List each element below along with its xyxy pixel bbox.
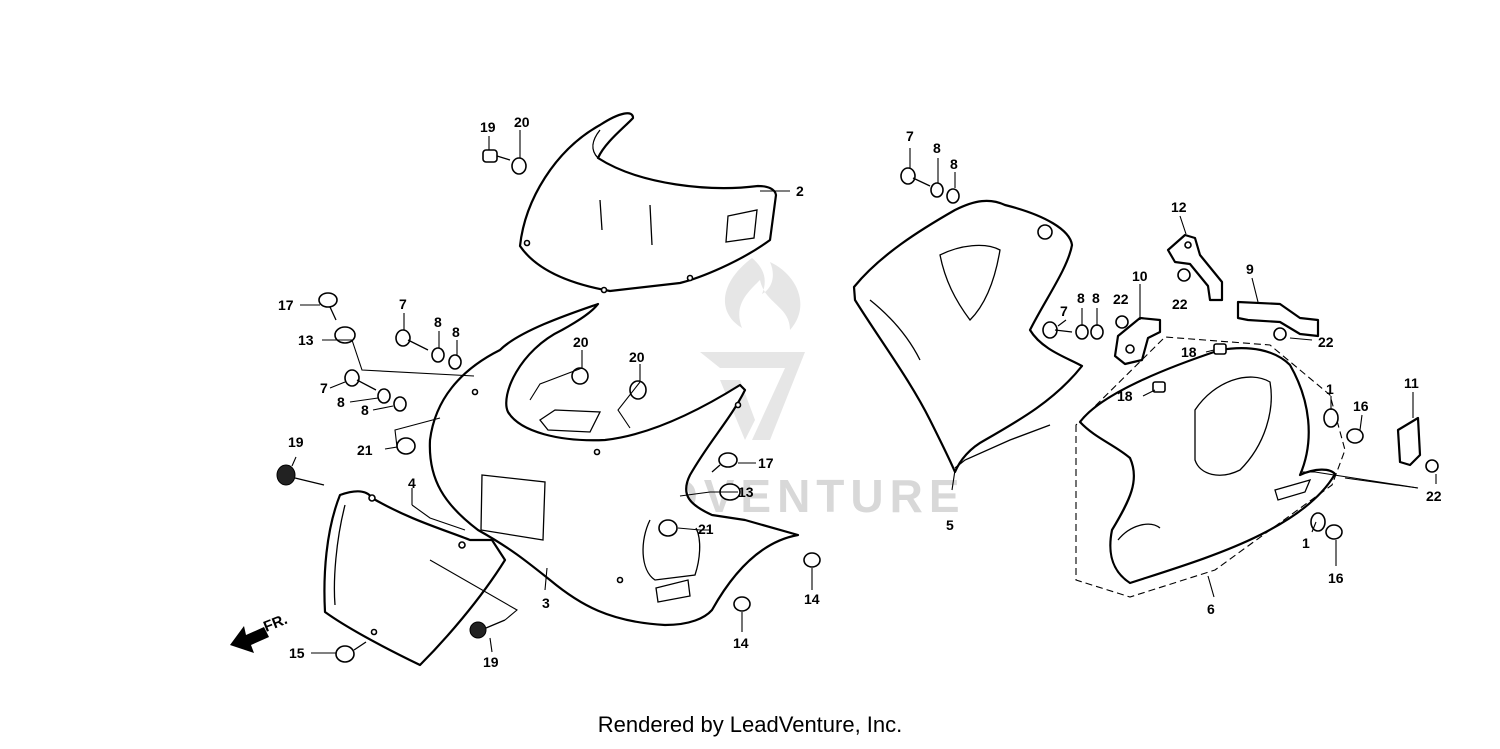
- callout: 13: [738, 484, 754, 500]
- callout: 22: [1113, 291, 1129, 307]
- callout: 11: [1404, 375, 1419, 391]
- footer-credit: Rendered by LeadVenture, Inc.: [597, 712, 903, 737]
- callout: 5: [946, 517, 954, 533]
- callout: 15: [289, 645, 305, 661]
- callout: 6: [1207, 601, 1215, 617]
- windscreen-part: [518, 112, 778, 294]
- callout: 21: [357, 442, 373, 458]
- lower-cowl-part: [1078, 347, 1337, 585]
- bracket-11-part: [1396, 416, 1422, 467]
- side-panel-part: [323, 490, 507, 667]
- callout: 20: [573, 334, 589, 350]
- bracket-10-part: [1113, 316, 1162, 366]
- fasteners: [276, 149, 1439, 663]
- callout: 8: [933, 140, 941, 156]
- callout: 1: [1302, 535, 1310, 551]
- bracket-9-part: [1236, 300, 1320, 338]
- callout: 14: [733, 635, 749, 651]
- callout: 18: [1181, 344, 1197, 360]
- callout: 8: [1092, 290, 1100, 306]
- callout: 14: [804, 591, 820, 607]
- callout: 4: [408, 475, 416, 491]
- callout: 22: [1318, 334, 1334, 350]
- bracket-12-part: [1166, 233, 1224, 302]
- callout: 8: [1077, 290, 1085, 306]
- callout: 21: [698, 521, 714, 537]
- callout: 8: [337, 394, 345, 410]
- callout: 19: [483, 654, 499, 670]
- callout: 8: [361, 402, 369, 418]
- callout: 7: [320, 380, 328, 396]
- callout: 12: [1171, 199, 1187, 215]
- upper-cowl-part: [428, 302, 800, 627]
- callout: 2: [796, 183, 804, 199]
- callout: 7: [906, 128, 914, 144]
- callout: 17: [278, 297, 294, 313]
- callout: 17: [758, 455, 774, 471]
- callout: 7: [399, 296, 407, 312]
- callout: 3: [542, 595, 550, 611]
- front-direction-arrow: FR.: [230, 611, 290, 653]
- lower-cowl-outline: [1075, 336, 1346, 598]
- callout: 13: [298, 332, 314, 348]
- callout: 8: [434, 314, 442, 330]
- inner-panel-part: [852, 199, 1084, 474]
- callout: 1: [1326, 381, 1334, 397]
- callouts: 19 20 2 17 7 8 8 13 20 20 7 8 8 21 19 4 …: [278, 114, 1442, 670]
- callout: 9: [1246, 261, 1254, 277]
- callout: 22: [1172, 296, 1188, 312]
- callout: 8: [452, 324, 460, 340]
- callout: 19: [288, 434, 304, 450]
- callout: 20: [629, 349, 645, 365]
- direction-label: FR.: [261, 611, 290, 636]
- arrow-icon: [230, 626, 269, 653]
- callout: 10: [1132, 268, 1148, 284]
- callout: 16: [1353, 398, 1369, 414]
- callout: 19: [480, 119, 496, 135]
- callout: 16: [1328, 570, 1344, 586]
- callout: 22: [1426, 488, 1442, 504]
- callout: 18: [1117, 388, 1133, 404]
- leader-lines: [291, 130, 1437, 654]
- callout: 7: [1060, 303, 1068, 319]
- callout: 8: [950, 156, 958, 172]
- callout: 20: [514, 114, 530, 130]
